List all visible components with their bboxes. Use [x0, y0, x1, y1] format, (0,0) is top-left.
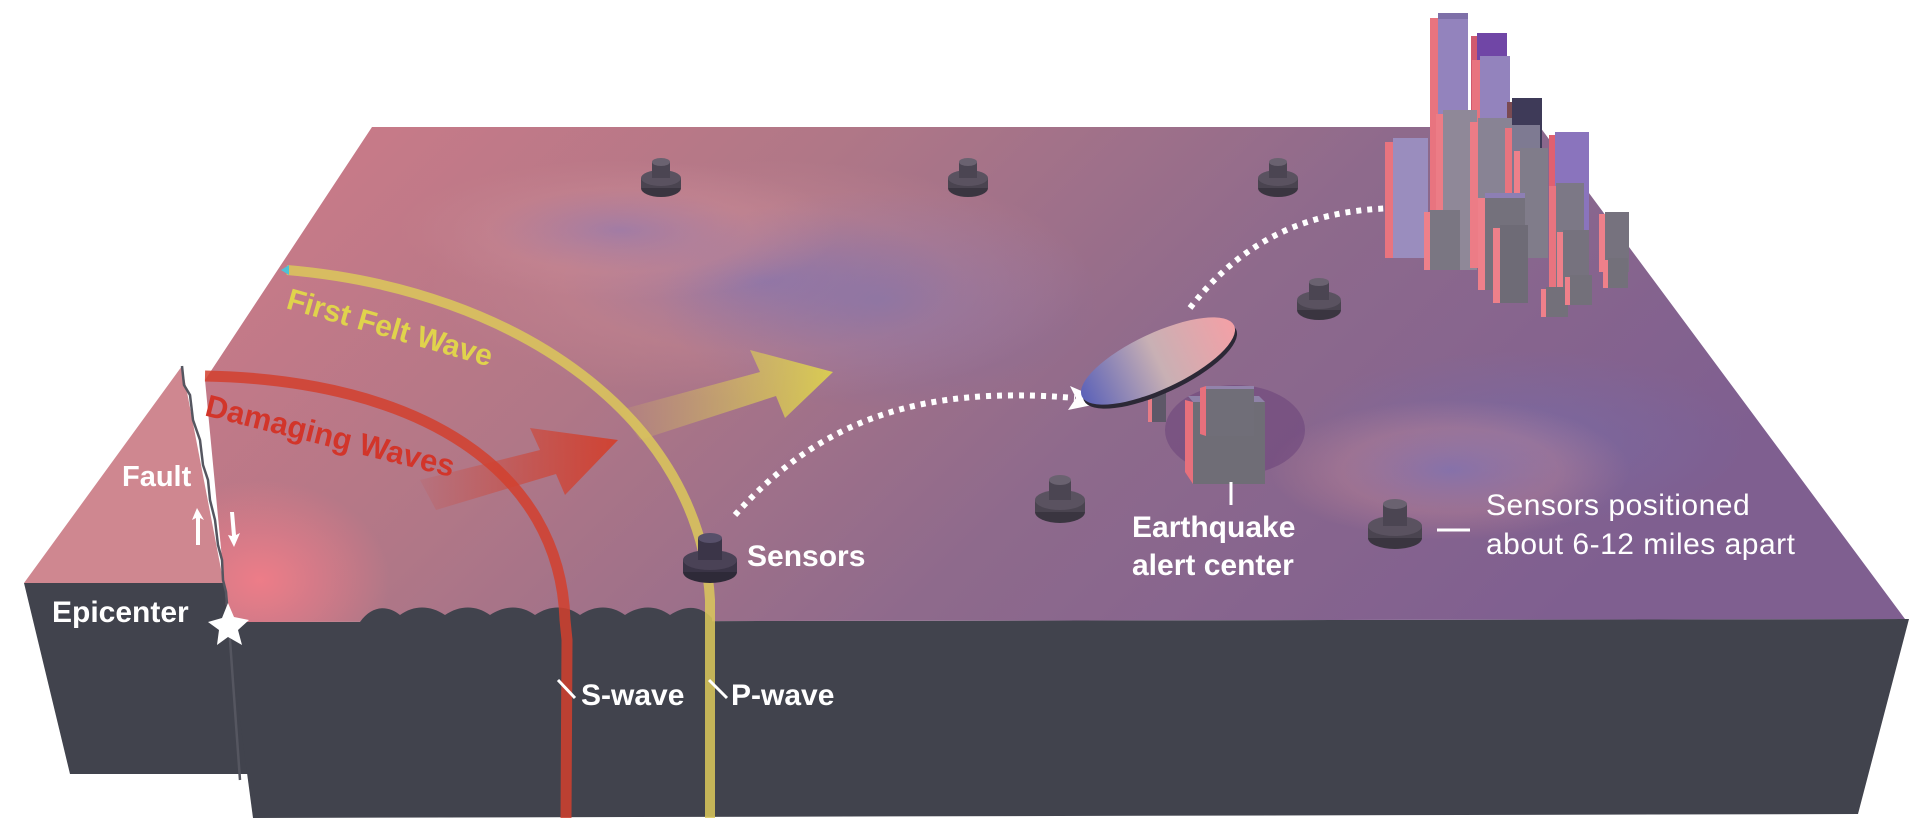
- city-skyline-icon: [1385, 13, 1629, 317]
- fault-block-left: [24, 366, 250, 774]
- seismic-sensor-icon: [641, 158, 1422, 583]
- sensor-spacing-label-line2: about 6-12 miles apart: [1486, 528, 1796, 561]
- alert-center-label-line2: alert center: [1132, 549, 1294, 582]
- felt-wave-direction-arrow: [620, 350, 833, 440]
- damaging-wave-direction-arrow: [420, 428, 618, 510]
- p-wave-label: P-wave: [731, 679, 835, 712]
- star-icon: [208, 603, 249, 645]
- fault-line: [180, 365, 242, 781]
- fault-label: Fault: [122, 461, 192, 493]
- sensor-spacing-label-line1: Sensors positioned: [1486, 489, 1751, 522]
- leader-lines: [556, 482, 1470, 700]
- damaging-wave-front: [204, 370, 573, 819]
- alert-center-building-icon: [1165, 385, 1305, 484]
- epicenter-label: Epicenter: [52, 596, 189, 629]
- block-front-face: [227, 619, 1909, 818]
- alert-center-label-line1: Earthquake: [1132, 511, 1296, 544]
- satellite-dish-icon: [1080, 317, 1238, 422]
- sensors-label: Sensors: [747, 540, 866, 573]
- fault-slip-arrows-icon: [192, 508, 240, 547]
- surface-corner-marker: [281, 265, 289, 275]
- s-wave-label: S-wave: [581, 679, 685, 712]
